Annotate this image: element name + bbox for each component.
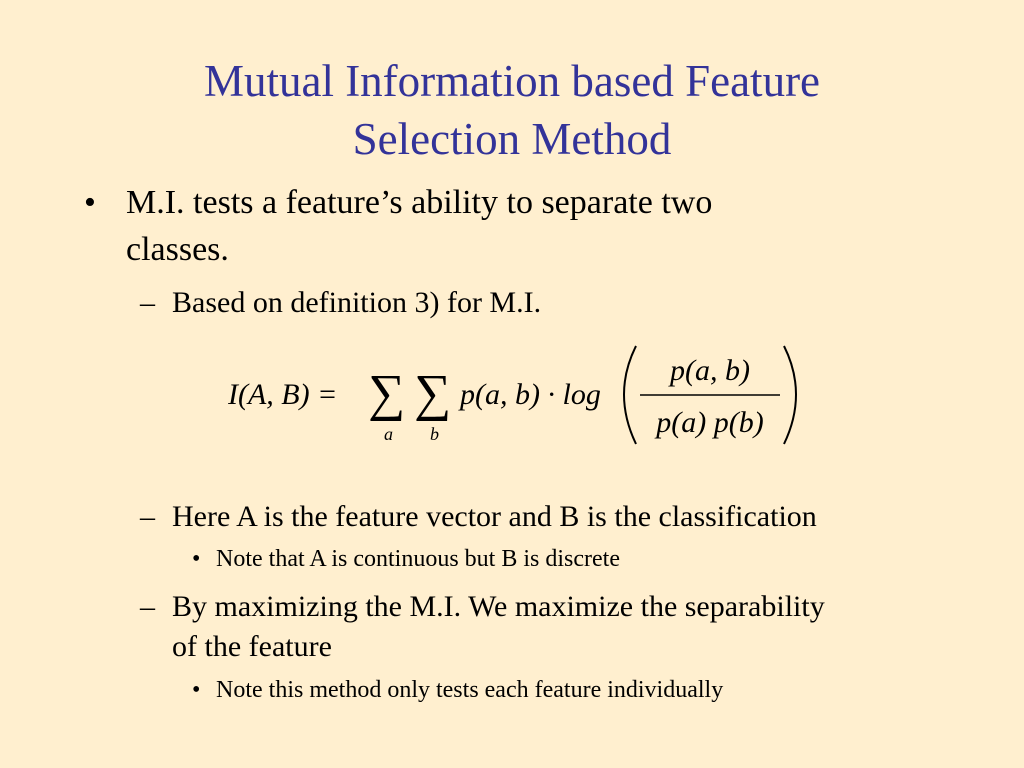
sub-bullet-maximizing-line-1: By maximizing the M.I. We maximize the s… — [172, 590, 825, 623]
fraction-denominator: p(a) p(b) — [654, 406, 763, 439]
sum-index-b: b — [430, 424, 439, 444]
left-paren — [623, 345, 637, 445]
sum-index-a: a — [384, 424, 393, 444]
bullet-1-line-2: classes. — [126, 231, 229, 268]
small-bullet-marker: • — [192, 677, 201, 703]
formula-term: p(a, b) · log — [458, 378, 601, 411]
mutual-information-formula: I(A, B) = ∑ ∑ a b p(a, b) · log p(a, b) … — [227, 340, 808, 450]
small-bullet-marker: • — [192, 546, 201, 572]
sum-symbol-a: ∑ — [368, 365, 405, 422]
dash-marker: – — [140, 286, 155, 319]
sub-bullet-maximizing-line-2: of the feature — [172, 630, 332, 663]
dash-marker: – — [140, 500, 155, 533]
sub-bullet-definition: Based on definition 3) for M.I. — [172, 286, 542, 319]
bullet-marker: • — [84, 184, 96, 221]
dash-marker: – — [140, 590, 155, 623]
fraction-numerator: p(a, b) — [668, 354, 750, 387]
bullet-1-line-1: M.I. tests a feature’s ability to separa… — [126, 184, 713, 221]
title-line-1: Mutual Information based Feature — [203, 56, 821, 106]
note-individual-features: Note this method only tests each feature… — [216, 677, 724, 703]
sum-symbol-b: ∑ — [414, 365, 451, 422]
slide-title: Mutual Information based Feature Selecti… — [112, 52, 912, 168]
title-line-2: Selection Method — [352, 114, 672, 164]
formula-lhs: I(A, B) = — [228, 378, 337, 411]
sub-bullet-feature-vector: Here A is the feature vector and B is th… — [172, 500, 817, 533]
right-paren — [783, 345, 797, 445]
note-continuous-discrete: Note that A is continuous but B is discr… — [216, 546, 620, 572]
